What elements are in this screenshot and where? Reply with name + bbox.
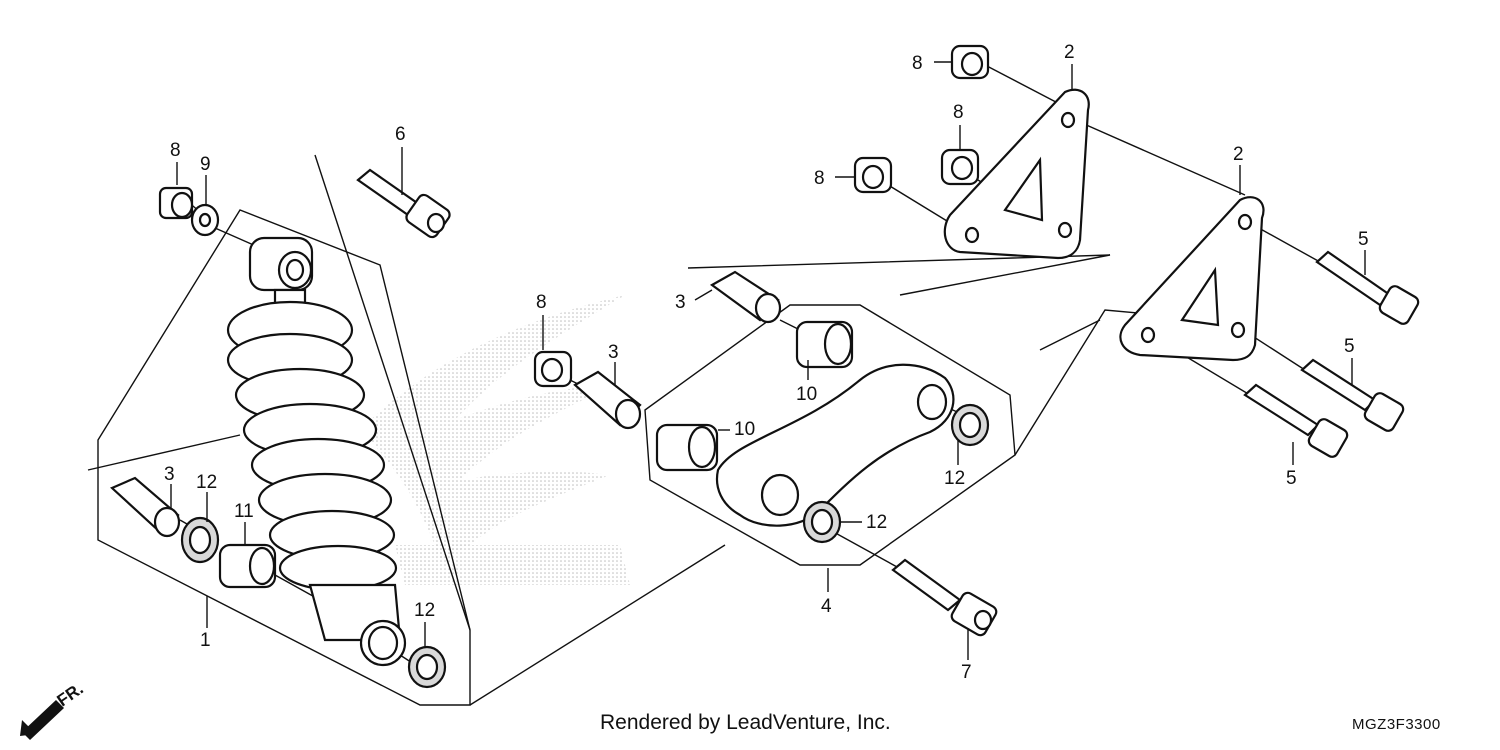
shock-group-outline — [87, 154, 726, 706]
bearing-part-10-upper[interactable] — [795, 320, 854, 369]
callout-2-lower: 2 — [1233, 144, 1244, 165]
nut-part-8-top[interactable] — [950, 44, 990, 80]
callout-3-left: 3 — [164, 464, 175, 485]
render-credit: Rendered by LeadVenture, Inc. — [600, 711, 891, 734]
bracket-hardware — [853, 44, 1420, 459]
rear-shock-absorber[interactable] — [226, 236, 407, 667]
callout-10-upper: 10 — [796, 384, 817, 405]
callout-8-left: 8 — [814, 168, 825, 189]
diagram-code: MGZ3F3300 — [1352, 716, 1441, 733]
callout-12-bottom: 12 — [414, 600, 435, 621]
bearing-part-10-lower[interactable] — [655, 423, 719, 472]
callout-9: 9 — [200, 154, 211, 175]
callout-12-right: 12 — [944, 468, 965, 489]
seal-part-12-bottom[interactable] — [407, 645, 447, 689]
callout-ticks — [170, 61, 1366, 660]
link-hardware — [533, 270, 998, 637]
callout-7: 7 — [961, 662, 972, 683]
front-direction-indicator: FR. — [20, 680, 87, 740]
seal-part-12-lower[interactable] — [802, 500, 842, 544]
callout-12-left: 12 — [196, 472, 217, 493]
callout-10-lower: 10 — [734, 419, 755, 440]
callout-1: 1 — [200, 630, 211, 651]
bracket-plate-part-2-lower[interactable] — [1119, 196, 1265, 362]
callout-3-upper: 3 — [675, 292, 686, 313]
nut-part-8-left[interactable] — [853, 156, 893, 194]
callout-labels: 1 2 2 3 3 3 4 5 5 5 6 7 8 8 8 8 8 9 10 1… — [164, 42, 1369, 683]
honda-wing-watermark — [360, 295, 630, 585]
callout-8-shock: 8 — [170, 140, 181, 161]
bolt-part-5-middle[interactable] — [1300, 358, 1405, 433]
callout-2-upper: 2 — [1064, 42, 1075, 63]
callout-8-center: 8 — [536, 292, 547, 313]
shock-hardware — [110, 168, 452, 689]
callout-4: 4 — [821, 596, 832, 617]
cushion-arm-part-4[interactable] — [715, 363, 955, 527]
callout-11: 11 — [234, 501, 254, 522]
nut-part-8-center[interactable] — [533, 350, 573, 388]
nut-part-8-middle[interactable] — [940, 148, 980, 186]
front-arrow-icon — [20, 700, 64, 740]
seal-part-12-right[interactable] — [950, 403, 990, 447]
callout-12-lower: 12 — [866, 512, 887, 533]
bearing-part-11[interactable] — [218, 543, 277, 589]
callout-8-top: 8 — [912, 53, 923, 74]
seal-part-12-left[interactable] — [180, 516, 220, 564]
nut-part-8[interactable] — [158, 186, 194, 220]
bolt-part-6[interactable] — [356, 168, 452, 239]
collar-part-3-upper[interactable] — [709, 270, 782, 324]
callout-5-top: 5 — [1358, 229, 1369, 250]
bolt-part-5-lower[interactable] — [1243, 383, 1349, 459]
callout-8-middle: 8 — [953, 102, 964, 123]
callout-5-lower: 5 — [1286, 468, 1297, 489]
collar-part-3-left[interactable] — [110, 476, 181, 538]
callout-6: 6 — [395, 124, 406, 145]
bolt-part-7[interactable] — [891, 558, 998, 637]
callout-3-center: 3 — [608, 342, 619, 363]
collar-part-3-center[interactable] — [573, 370, 642, 430]
bolt-part-5-top[interactable] — [1315, 250, 1420, 326]
callout-5-middle: 5 — [1344, 336, 1355, 357]
bracket-plate-part-2-upper[interactable] — [943, 88, 1090, 260]
washer-part-9[interactable] — [190, 203, 220, 237]
